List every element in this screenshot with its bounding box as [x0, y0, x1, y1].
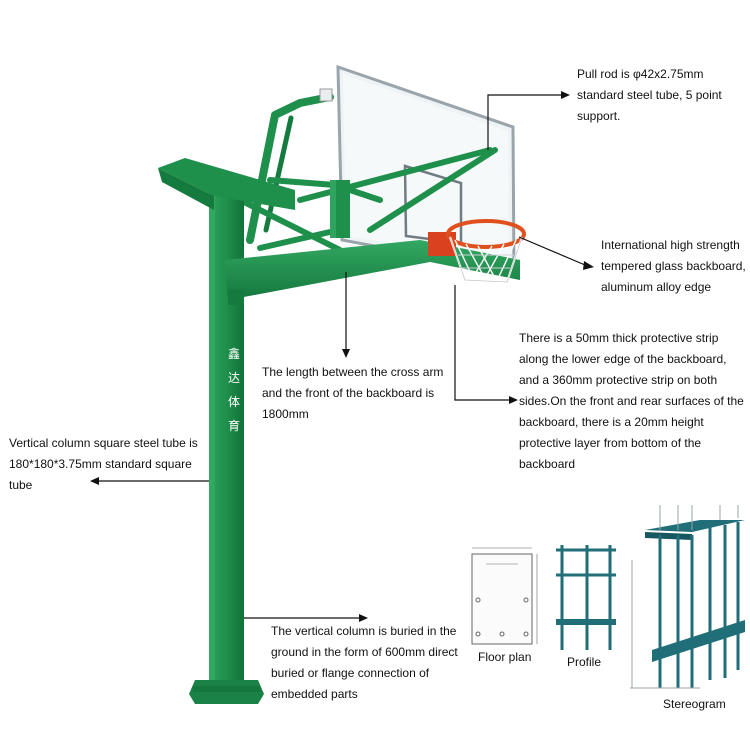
rod-bracket	[319, 88, 333, 102]
profile-caption: Profile	[567, 655, 602, 669]
cross-arm-length-note: The length between the cross arm and the…	[262, 365, 444, 421]
leader-arrowheads	[90, 91, 594, 622]
stereogram-drawing	[630, 505, 745, 689]
buried-column-note: The vertical column is buried in the gro…	[271, 624, 458, 701]
basket	[428, 219, 526, 285]
protective-strip-note: There is a 50mm thick protective strip a…	[519, 331, 744, 471]
brand-char: 达	[228, 371, 240, 385]
pull-rod-note: Pull rod is φ42x2.75mm standard steel tu…	[577, 67, 722, 123]
backboard-glass-note: International high strength tempered gla…	[601, 238, 746, 294]
brand-char: 育	[228, 418, 240, 433]
leader-lines	[97, 94, 586, 619]
brand-char: 体	[228, 395, 240, 409]
brand-char: 鑫	[228, 346, 240, 361]
column-tube-note: Vertical column square steel tube is 180…	[9, 436, 198, 492]
stereogram-caption: Stereogram	[663, 697, 726, 711]
floor-plan-drawing	[471, 547, 538, 645]
floor-plan-caption: Floor plan	[478, 650, 532, 664]
profile-drawing	[556, 545, 616, 650]
